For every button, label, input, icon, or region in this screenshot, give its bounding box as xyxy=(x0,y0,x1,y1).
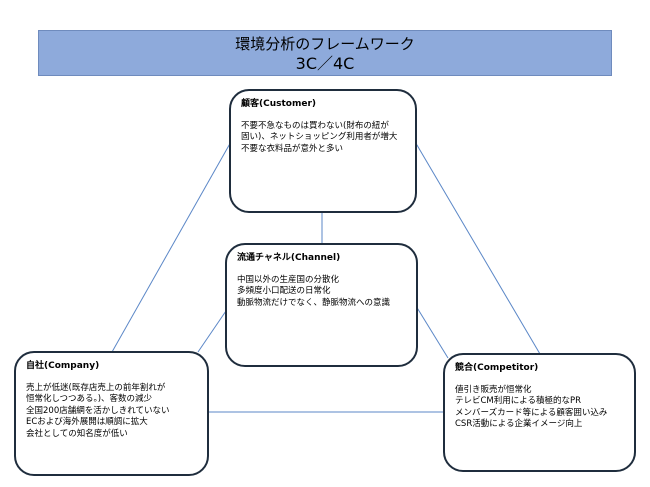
channel-box: 流通チャネル(Channel) 中国以外の生産国の分散化 多頻度小口配送の日常化… xyxy=(225,243,418,367)
company-line: ECおよび海外展開は順調に拡大 xyxy=(26,417,148,427)
competitor-line: CSR活動による企業イメージ向上 xyxy=(455,419,583,429)
company-line: 全国200店舗網を活かしきれていない xyxy=(26,405,170,416)
title-banner: 環境分析のフレームワーク 3C／4C xyxy=(38,30,612,76)
channel-heading: 流通チャネル(Channel) xyxy=(237,253,341,263)
customer-heading: 顧客(Customer) xyxy=(241,99,317,109)
channel-line: 多頻度小口配送の日常化 xyxy=(237,286,331,296)
competitor-line: テレビCM利用による積極的なPR xyxy=(455,396,582,406)
company-box: 自社(Company) 売上が低迷(既存店売上の前年割れが 恒常化しつつある。)… xyxy=(14,351,209,476)
company-heading: 自社(Company) xyxy=(26,361,100,371)
customer-line: 不要不急なものは買わない(財布の紐が xyxy=(241,120,389,131)
connector-customer-company xyxy=(111,139,233,353)
company-line: 売上が低迷(既存店売上の前年割れが xyxy=(26,382,166,393)
channel-line: 動脈物流だけでなく、静脈物流への意識 xyxy=(237,297,391,308)
competitor-line: 値引き販売が恒常化 xyxy=(455,384,532,395)
title-main: 環境分析のフレームワーク xyxy=(235,35,415,53)
title-sub: 3C／4C xyxy=(295,54,355,73)
connector-channel-company xyxy=(197,307,229,353)
competitor-line: メンバーズカード等による顧客囲い込み xyxy=(455,407,608,418)
customer-box: 顧客(Customer) 不要不急なものは買わない(財布の紐が 固い)、ネットシ… xyxy=(229,89,417,213)
company-line: 会社としての知名度が低い xyxy=(26,428,128,439)
connector-customer-competitor xyxy=(413,139,541,355)
channel-line: 中国以外の生産国の分散化 xyxy=(237,274,340,285)
competitor-box: 競合(Competitor) 値引き販売が恒常化 テレビCM利用による積極的なP… xyxy=(443,353,636,472)
customer-line: 固い)、ネットショッピング利用者が増大 xyxy=(241,132,398,142)
connector-channel-competitor xyxy=(415,305,449,359)
company-line: 恒常化しつつある。)、客数の減少 xyxy=(26,394,153,404)
customer-line: 不要な衣料品が意外と多い xyxy=(241,143,344,154)
competitor-heading: 競合(Competitor) xyxy=(455,363,539,373)
